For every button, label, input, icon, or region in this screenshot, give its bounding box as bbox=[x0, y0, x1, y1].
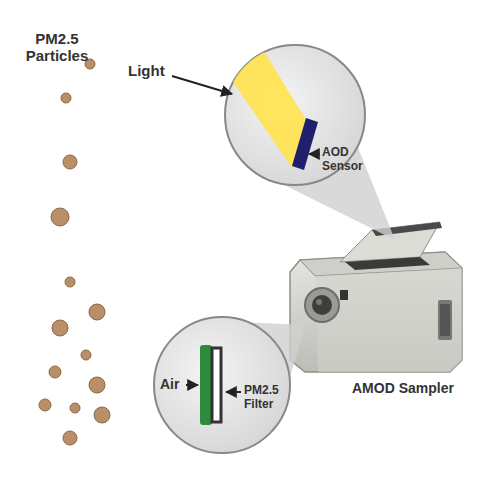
light-beam bbox=[218, 48, 306, 168]
air-label: Air bbox=[160, 376, 190, 392]
device-label: AMOD Sampler bbox=[352, 380, 482, 396]
filter-label: PM2.5 Filter bbox=[244, 384, 290, 412]
particles-label: PM2.5 Particles bbox=[12, 30, 102, 65]
pm-filter bbox=[212, 348, 221, 422]
sensor-label: AOD Sensor bbox=[322, 146, 366, 174]
callout-circle bbox=[154, 317, 290, 453]
leader-line bbox=[172, 76, 232, 94]
leader-line bbox=[309, 153, 320, 155]
leader-line bbox=[186, 384, 198, 386]
aod-sensor bbox=[292, 118, 318, 170]
light-label: Light bbox=[128, 62, 188, 79]
amod-sampler bbox=[290, 222, 462, 372]
filter-holder bbox=[200, 345, 212, 425]
leader-line bbox=[226, 391, 241, 393]
particles bbox=[39, 59, 110, 445]
